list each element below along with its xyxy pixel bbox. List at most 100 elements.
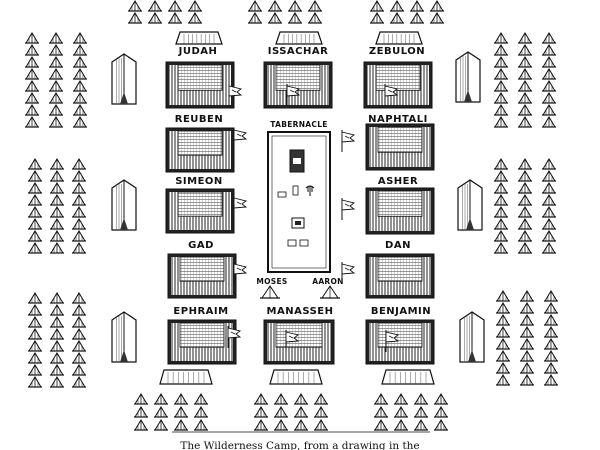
camp-ephraim [167, 319, 241, 365]
camp-judah [165, 61, 242, 109]
small-tent-icon [496, 326, 510, 338]
laver-icon [287, 239, 297, 247]
small-tent-icon [28, 170, 42, 182]
small-tent-icon [25, 92, 39, 104]
small-tent-icon [288, 0, 302, 12]
small-tent-icon [128, 12, 142, 24]
camp-manasseh [263, 319, 335, 365]
tribe-label-ephraim: EPHRAIM [173, 306, 228, 317]
small-tent-icon [518, 206, 532, 218]
small-tent-icon [518, 56, 532, 68]
small-tent-icon [520, 290, 534, 302]
small-tent-icon [72, 292, 86, 304]
small-tent-icon [50, 194, 64, 206]
small-tent-icon [73, 68, 87, 80]
small-tent-icon [414, 393, 428, 405]
small-tent-icon [194, 419, 208, 431]
levite-tent-n1 [175, 31, 223, 45]
small-tent-icon [434, 406, 448, 418]
levite-tent-n2 [275, 31, 323, 45]
tent-cluster-right-lower [496, 290, 558, 386]
small-tent-icon [410, 0, 424, 12]
moses-label: MOSES [256, 277, 287, 286]
tent-cluster-top-right [370, 0, 444, 24]
small-tent-icon [394, 393, 408, 405]
small-tent-icon [370, 0, 384, 12]
tent-cluster-bottom-right [374, 393, 448, 431]
small-tent-icon [496, 350, 510, 362]
small-tent-icon [544, 338, 558, 350]
small-tent-icon [294, 393, 308, 405]
small-tent-icon [28, 316, 42, 328]
small-tent-icon [128, 0, 142, 12]
small-tent-icon [518, 80, 532, 92]
small-tent-icon [194, 406, 208, 418]
small-tent-icon [28, 376, 42, 388]
small-tent-icon [314, 419, 328, 431]
small-tent-icon [72, 230, 86, 242]
small-tent-icon [542, 158, 556, 170]
small-tent-icon [542, 44, 556, 56]
small-tent-icon [294, 419, 308, 431]
small-tent-icon [390, 12, 404, 24]
small-tent-icon [308, 12, 322, 24]
small-tent-icon [72, 170, 86, 182]
tribe-label-zebulon: ZEBULON [369, 46, 425, 57]
small-tent-icon [430, 12, 444, 24]
small-tent-icon [254, 393, 268, 405]
small-tent-icon [72, 242, 86, 254]
small-tent-icon [274, 419, 288, 431]
small-tent-icon [518, 32, 532, 44]
small-tent-icon [518, 158, 532, 170]
aaron-tent [320, 285, 340, 299]
small-tent-icon [50, 292, 64, 304]
levite-tent-nw [111, 53, 137, 105]
small-tent-icon [496, 302, 510, 314]
small-tent-icon [50, 352, 64, 364]
small-tent-icon [25, 104, 39, 116]
small-tent-icon [494, 80, 508, 92]
small-tent-icon [544, 302, 558, 314]
small-tent-icon [494, 158, 508, 170]
small-tent-icon [518, 68, 532, 80]
levite-tent-sw [111, 311, 137, 363]
small-tent-icon [374, 393, 388, 405]
small-tent-icon [544, 350, 558, 362]
small-tent-icon [288, 12, 302, 24]
small-tent-icon [520, 302, 534, 314]
tribe-label-issachar: ISSACHAR [268, 46, 329, 57]
small-tent-icon [394, 406, 408, 418]
small-tent-icon [73, 32, 87, 44]
small-tent-icon [50, 304, 64, 316]
small-tent-icon [154, 419, 168, 431]
tent-cluster-top-center [248, 0, 322, 24]
small-tent-icon [25, 56, 39, 68]
small-tent-icon [390, 0, 404, 12]
small-tent-icon [494, 230, 508, 242]
small-tent-icon [494, 92, 508, 104]
small-tent-icon [49, 56, 63, 68]
small-tent-icon [542, 170, 556, 182]
small-tent-icon [494, 68, 508, 80]
small-tent-icon [28, 292, 42, 304]
small-tent-icon [25, 68, 39, 80]
small-tent-icon [50, 376, 64, 388]
small-tent-icon [518, 242, 532, 254]
small-tent-icon [494, 44, 508, 56]
small-tent-icon [50, 230, 64, 242]
small-tent-icon [73, 44, 87, 56]
small-tent-icon [50, 218, 64, 230]
small-tent-icon [520, 374, 534, 386]
small-tent-icon [28, 242, 42, 254]
small-tent-icon [520, 338, 534, 350]
small-tent-icon [49, 104, 63, 116]
small-tent-icon [542, 206, 556, 218]
small-tent-icon [168, 0, 182, 12]
small-tent-icon [314, 393, 328, 405]
small-tent-icon [496, 314, 510, 326]
small-tent-icon [518, 92, 532, 104]
camp-asher [341, 187, 435, 235]
small-tent-icon [49, 80, 63, 92]
small-tent-icon [434, 419, 448, 431]
small-tent-icon [494, 56, 508, 68]
